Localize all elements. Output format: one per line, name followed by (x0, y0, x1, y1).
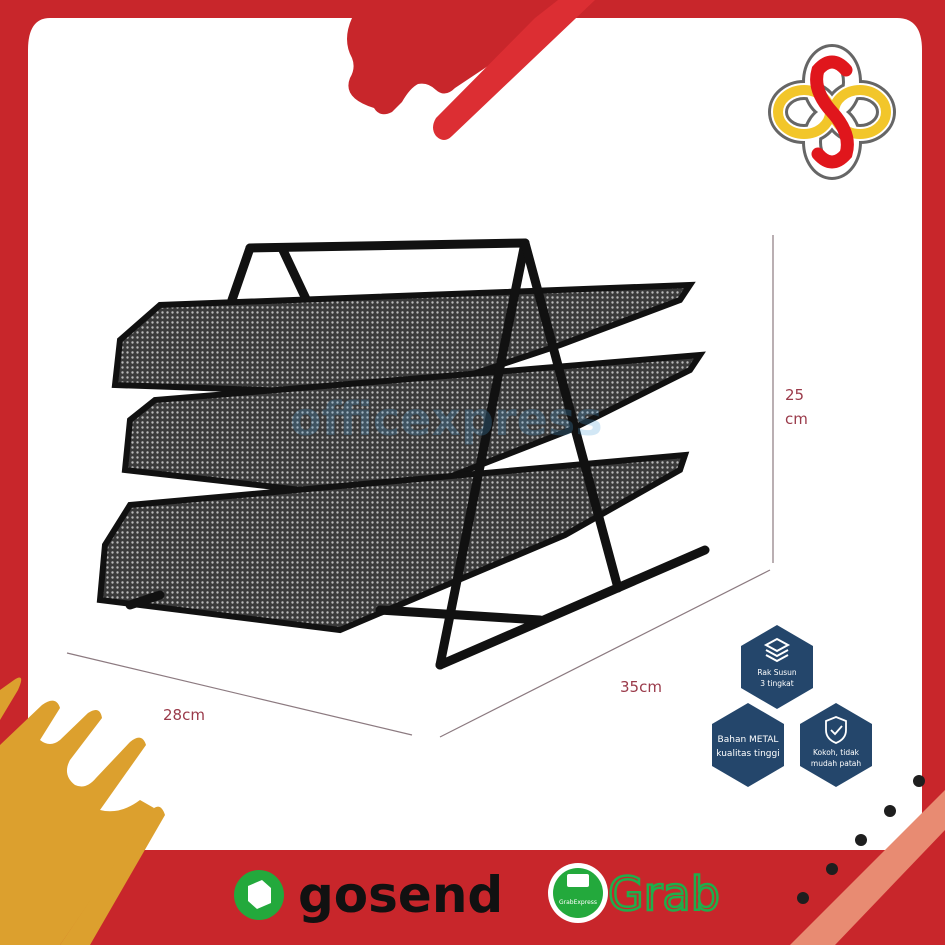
grab-logo: GrabExpress Grab (548, 863, 721, 923)
feature-line1: Rak Susun (757, 668, 797, 677)
gosend-logo: gosend (234, 866, 503, 924)
feature-hex-rak-susun: Rak Susun 3 tingkat (741, 625, 813, 709)
shield-check-icon (825, 716, 847, 744)
feature-line2: 3 tingkat (760, 679, 794, 688)
package-icon (567, 874, 589, 887)
red-drip-decoration (347, 18, 560, 115)
grab-wordmark: Grab (608, 867, 720, 921)
gosend-wordmark: gosend (298, 866, 503, 924)
feature-line1: Bahan METAL (718, 735, 779, 745)
layers-icon (763, 637, 791, 663)
red-stripe-decoration (433, 0, 595, 140)
width-label: 35cm (620, 678, 662, 696)
height-value: 25 (785, 386, 804, 404)
depth-label: 28cm (163, 706, 205, 724)
grab-badge-label: GrabExpress (559, 899, 597, 906)
watermark: officexpress (290, 392, 603, 446)
store-logo (768, 44, 896, 180)
box-icon (248, 880, 271, 909)
dots-decoration (797, 775, 925, 904)
feature-hex-bahan-metal: Bahan METAL kualitas tinggi (712, 703, 784, 787)
tray-product: officexpress (96, 238, 710, 670)
feature-hex-kokoh: Kokoh, tidak mudah patah (800, 703, 872, 787)
feature-line1: Kokoh, tidak (813, 748, 860, 757)
feature-line2: kualitas tinggi (716, 749, 779, 759)
salmon-stripe-decoration (790, 790, 945, 945)
mustard-stripes-decoration (0, 677, 165, 945)
height-unit: cm (785, 410, 808, 428)
dimension-lines (66, 235, 774, 738)
feature-line2: mudah patah (811, 759, 861, 768)
